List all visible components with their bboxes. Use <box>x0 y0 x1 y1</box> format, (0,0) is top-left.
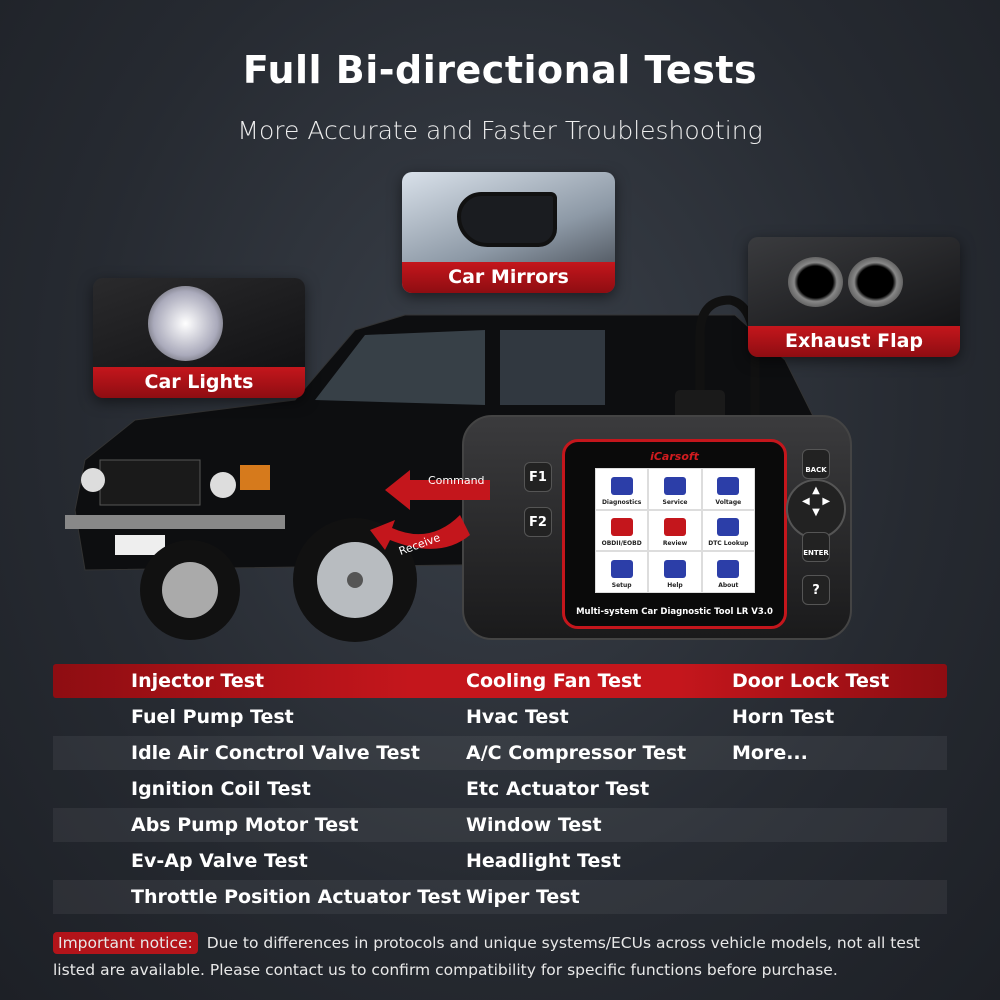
diagnostics-icon <box>610 476 633 495</box>
test-item: Cooling Fan Test <box>466 670 642 692</box>
back-button[interactable]: BACK <box>802 449 830 479</box>
info-icon <box>717 560 740 578</box>
brand-logo: iCarsoft <box>650 450 699 463</box>
headlight-image <box>148 286 223 361</box>
test-item: A/C Compressor Test <box>466 742 687 764</box>
notice-label: Important notice: <box>53 932 198 954</box>
test-row: Ev-Ap Valve Test Headlight Test <box>53 844 947 878</box>
test-item: Window Test <box>466 814 602 836</box>
test-item: Hvac Test <box>466 706 569 728</box>
test-row: Abs Pump Motor Test Window Test <box>53 808 947 842</box>
menu-voltage[interactable]: Voltage <box>701 468 755 510</box>
mirror-image <box>457 192 557 247</box>
test-item: Injector Test <box>131 670 265 692</box>
test-item: Wiper Test <box>466 886 580 908</box>
test-item: Throttle Position Actuator Test <box>131 886 461 908</box>
callout-car-lights: Car Lights <box>93 278 305 398</box>
test-item: Ignition Coil Test <box>131 778 311 800</box>
menu-setup[interactable]: Setup <box>595 551 649 593</box>
dpad[interactable]: ▲◀ ▶▼ <box>786 479 846 539</box>
menu-obd[interactable]: OBDII/EOBD <box>595 509 649 552</box>
service-icon <box>663 476 686 495</box>
device-model-label: Multi-system Car Diagnostic Tool LR V3.0 <box>576 607 773 617</box>
review-icon <box>663 518 686 537</box>
test-item: Etc Actuator Test <box>466 778 650 800</box>
f2-button[interactable]: F2 <box>524 507 552 537</box>
f1-button[interactable]: F1 <box>524 462 552 492</box>
notice-text: Due to differences in protocols and uniq… <box>53 934 921 979</box>
test-item: More... <box>732 742 808 764</box>
test-item: Ev-Ap Valve Test <box>131 850 308 872</box>
menu-help[interactable]: Help <box>648 551 702 593</box>
test-item: Horn Test <box>732 706 835 728</box>
help-icon <box>663 560 686 578</box>
callout-exhaust-flap: Exhaust Flap <box>748 237 960 357</box>
menu-service[interactable]: Service <box>648 468 702 510</box>
test-row: Idle Air Conctrol Valve Test A/C Compress… <box>53 736 947 770</box>
dtc-lookup-icon <box>717 518 740 537</box>
receive-arrow-icon <box>370 515 470 550</box>
enter-button[interactable]: ENTER <box>802 532 830 562</box>
help-button[interactable]: ? <box>802 575 830 605</box>
menu-review[interactable]: Review <box>648 509 702 552</box>
test-item: Headlight Test <box>466 850 621 872</box>
test-item: Idle Air Conctrol Valve Test <box>131 742 420 764</box>
command-label: Command <box>428 474 485 487</box>
test-row: Fuel Pump Test Hvac Test Horn Test <box>53 700 947 734</box>
command-arrow-icon <box>385 470 490 510</box>
device-menu-grid: Diagnostics Service Voltage OBDII/EOBD R… <box>595 468 755 593</box>
test-item: Abs Pump Motor Test <box>131 814 359 836</box>
gear-icon <box>610 560 633 578</box>
menu-dtc-lookup[interactable]: DTC Lookup <box>701 509 755 552</box>
license-plate <box>115 535 165 555</box>
page-subtitle: More Accurate and Faster Troubleshooting <box>237 116 763 145</box>
menu-about[interactable]: About <box>701 551 755 593</box>
exhaust-pipe-image <box>788 257 843 307</box>
device-screen-bezel: iCarsoft Diagnostics Service Voltage OBD… <box>562 439 787 629</box>
obd-cable <box>675 295 760 430</box>
check-engine-icon <box>610 518 633 537</box>
callout-car-mirrors: Car Mirrors <box>402 172 615 293</box>
diagnostic-device: iCarsoft Diagnostics Service Voltage OBD… <box>462 415 852 640</box>
command-receive-arrows <box>370 470 490 550</box>
menu-diagnostics[interactable]: Diagnostics <box>595 468 649 510</box>
page-title: Full Bi-directional Tests <box>242 48 758 92</box>
test-item: Door Lock Test <box>732 670 890 692</box>
test-row: Ignition Coil Test Etc Actuator Test <box>53 772 947 806</box>
test-item: Fuel Pump Test <box>131 706 294 728</box>
important-notice: Important notice: Due to differences in … <box>53 930 953 984</box>
test-row: Injector Test Cooling Fan Test Door Lock T… <box>53 664 947 698</box>
voltage-icon <box>717 476 740 495</box>
